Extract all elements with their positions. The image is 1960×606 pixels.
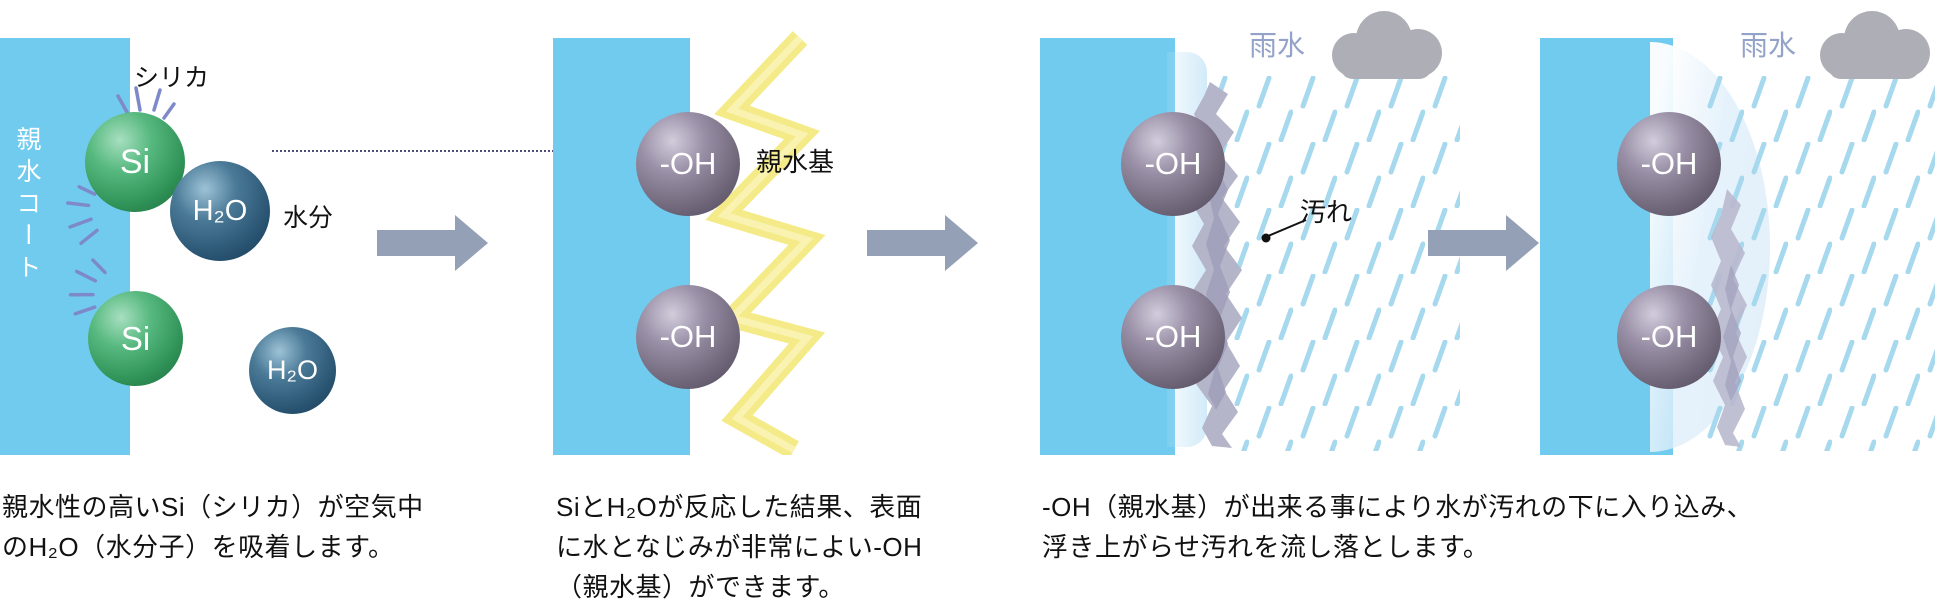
caption-line: -OH（親水基）が出来る事により水が汚れの下に入り込み、 <box>1042 492 1754 522</box>
flow-arrow-icon <box>867 215 978 271</box>
sparkle-icon <box>68 258 107 316</box>
oh-sphere: -OH <box>1617 285 1721 389</box>
si-sphere-label: Si <box>120 319 151 357</box>
cloud-icon <box>1820 11 1930 79</box>
coating-surface-bar <box>1040 38 1175 455</box>
lightning-icon <box>705 31 826 455</box>
rainwater-label: 雨水 <box>1740 30 1797 61</box>
caption-line: のH₂O（水分子）を吸着します。 <box>2 532 395 562</box>
caption-line: に水となじみが非常によい-OH <box>556 532 923 562</box>
oh-sphere-label: -OH <box>1640 146 1698 181</box>
oh-sphere: -OH <box>1121 112 1225 216</box>
coat-label: 親水コート <box>13 126 41 286</box>
cloud-icon <box>1332 11 1442 79</box>
caption-panel2: SiとH₂Oが反応した結果、表面 に水となじみが非常によい-OH （親水基）がで… <box>556 487 922 606</box>
oh-sphere-label: -OH <box>1640 319 1698 354</box>
oh-sphere: -OH <box>636 112 740 216</box>
caption-line: （親水基）ができます。 <box>556 572 845 602</box>
oh-sphere: -OH <box>1617 112 1721 216</box>
caption-line: SiとH₂Oが反応した結果、表面 <box>556 492 923 522</box>
h2o-sphere: H₂O <box>249 327 336 414</box>
moisture-label: 水分 <box>283 204 334 232</box>
oh-sphere-label: -OH <box>1144 146 1202 181</box>
silica-label: シリカ <box>134 64 210 92</box>
si-sphere-label: Si <box>119 142 151 181</box>
si-sphere: Si <box>85 112 185 212</box>
caption-panel1: 親水性の高いSi（シリカ）が空気中 のH₂O（水分子）を吸着します。 <box>2 487 424 567</box>
rainwater-label: 雨水 <box>1249 30 1306 61</box>
coating-surface-bar <box>0 38 130 455</box>
dirt-pointer-icon <box>1261 219 1307 243</box>
h2o-sphere-label: H₂O <box>267 355 318 385</box>
sparkle-icon <box>66 185 99 246</box>
oh-sphere-label: -OH <box>1144 319 1202 354</box>
h2o-sphere: H₂O <box>170 161 270 261</box>
oh-sphere-label: -OH <box>659 319 717 354</box>
caption-panels34: -OH（親水基）が出来る事により水が汚れの下に入り込み、 浮き上がらせ汚れを流し… <box>1042 487 1753 567</box>
flow-arrow-icon <box>1428 215 1539 271</box>
dirt-label: 汚れ <box>1300 197 1353 227</box>
oh-sphere-label: -OH <box>659 146 717 181</box>
oh-sphere: -OH <box>636 285 740 389</box>
rain-icon <box>1205 76 1460 451</box>
coating-surface-bar <box>553 38 690 455</box>
caption-line: 親水性の高いSi（シリカ）が空気中 <box>2 492 424 522</box>
oh-sphere: -OH <box>1121 285 1225 389</box>
flow-arrow-icon <box>377 215 488 271</box>
sparkle-icon <box>116 86 176 120</box>
dirt-blob-icon <box>1711 189 1747 447</box>
si-sphere: Si <box>88 291 183 386</box>
hydrophilic-group-label: 親水基 <box>756 147 835 177</box>
caption-line: 浮き上がらせ汚れを流し落とします。 <box>1042 532 1490 562</box>
h2o-sphere-label: H₂O <box>192 194 248 227</box>
